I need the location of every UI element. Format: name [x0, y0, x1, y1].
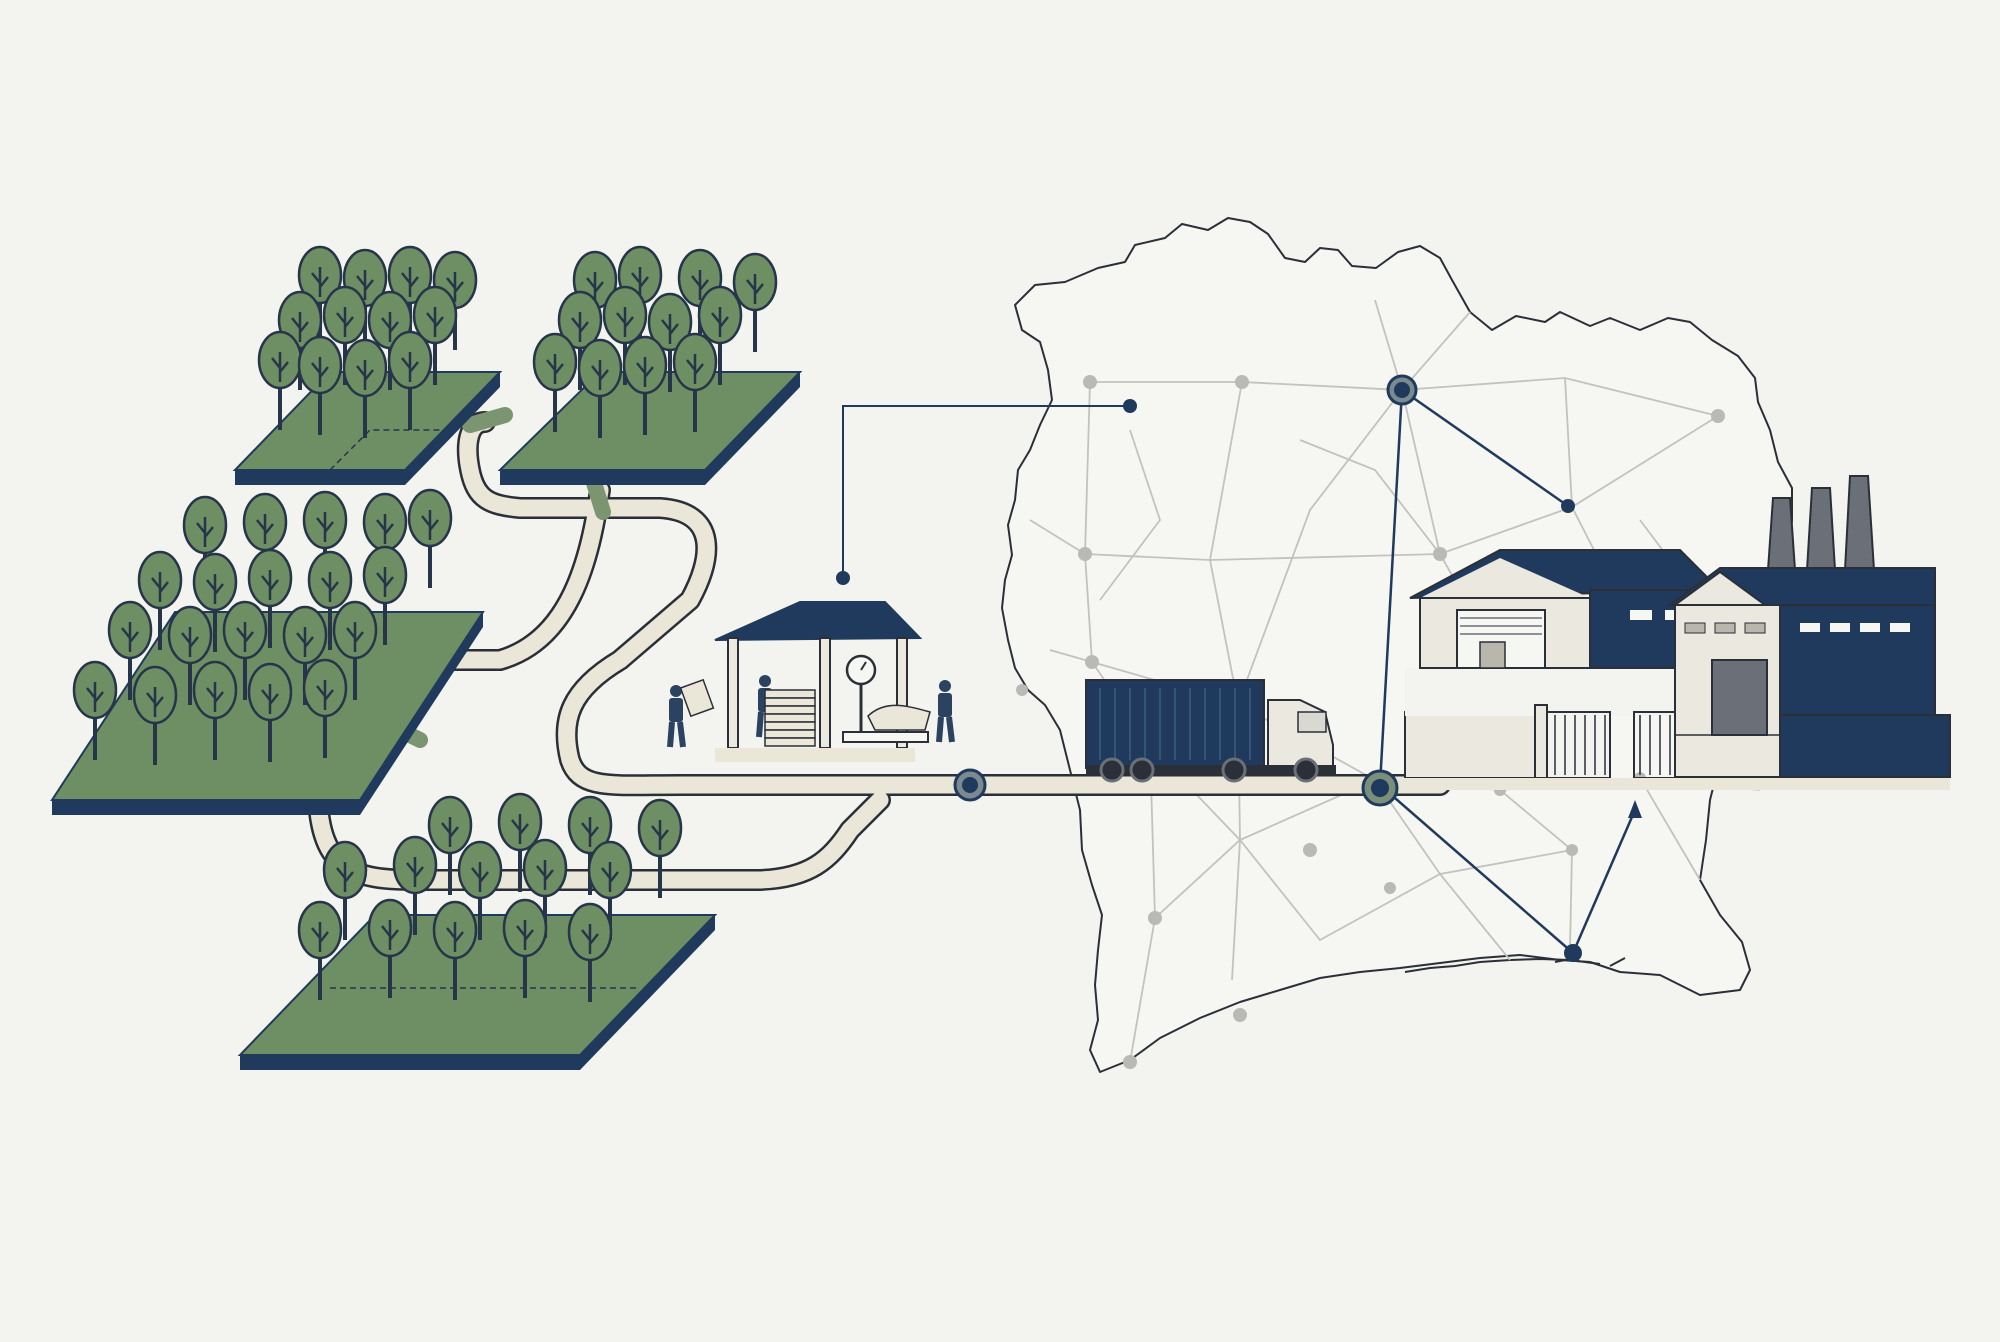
warehouse-icon — [1404, 549, 1723, 779]
plantation-4 — [237, 792, 718, 1070]
plantation-3 — [50, 488, 485, 815]
plantation-1 — [232, 245, 503, 485]
connector-shed-to-map — [836, 399, 1137, 585]
scale-icon — [842, 654, 931, 743]
gate-bars — [1554, 715, 1671, 775]
plantation-2 — [497, 245, 803, 485]
collection-shed — [669, 601, 952, 762]
primary-routes — [1378, 388, 1637, 954]
map-nodes — [1016, 375, 1725, 1069]
sack-stack — [764, 689, 816, 747]
hub-nodes — [953, 374, 1582, 962]
site-ground — [1400, 778, 1950, 790]
factory-icon — [1666, 475, 1951, 778]
arrow-head — [1628, 800, 1642, 818]
truck-icon — [1085, 679, 1336, 783]
